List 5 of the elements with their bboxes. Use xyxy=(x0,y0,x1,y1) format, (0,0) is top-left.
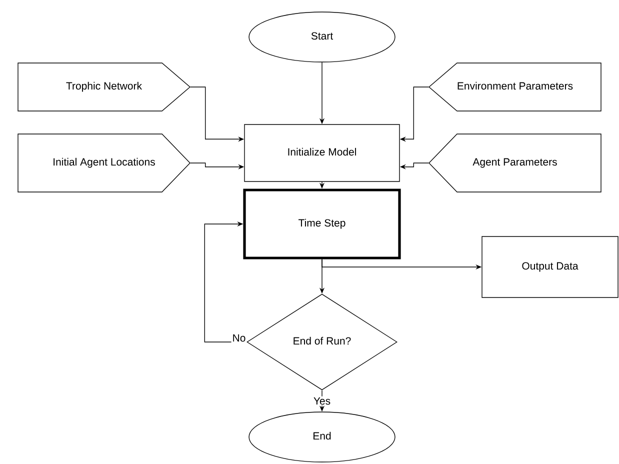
process-box: Output Data xyxy=(482,236,618,298)
process-box: Initialize Model xyxy=(244,124,400,182)
edge-label: No xyxy=(231,333,247,343)
edge-label: Yes xyxy=(312,396,332,406)
process-box: Time Step xyxy=(243,188,401,260)
